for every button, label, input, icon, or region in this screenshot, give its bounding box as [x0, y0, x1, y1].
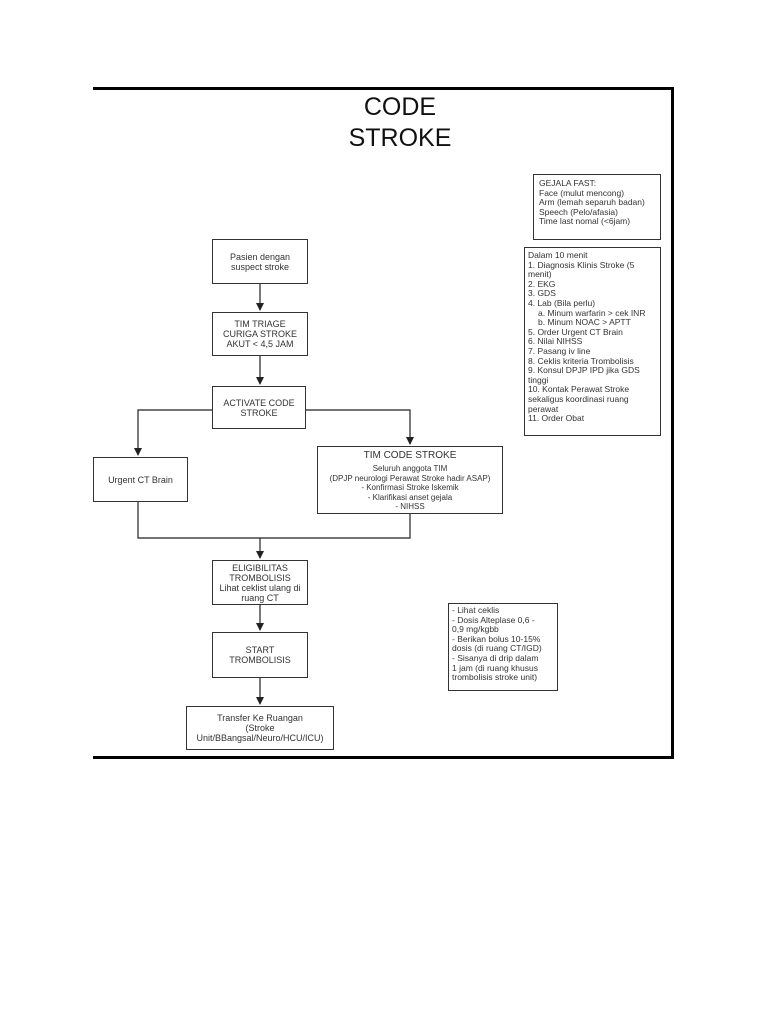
title-line-2: STROKE [348, 124, 452, 152]
alteplase-line: trombolisis stroke unit) [452, 672, 538, 683]
node-start-trombolisis: START TROMBOLISIS [212, 632, 308, 678]
alteplase-panel: - Lihat ceklis - Dosis Alteplase 0,6 - 0… [448, 603, 558, 691]
ten-min-line: 3. GDS [528, 288, 556, 299]
node-urgent-ct: Urgent CT Brain [93, 457, 188, 502]
node-start-text: START TROMBOLISIS [229, 645, 291, 665]
node-pasien: Pasien dengan suspect stroke [212, 239, 308, 284]
alteplase-line: - Lihat ceklis [452, 605, 500, 615]
tim-code-line: - Konfirmasi Stroke Iskemik [361, 483, 459, 492]
fast-line: Face (mulut mencong) [539, 187, 625, 198]
node-triage: TIM TRIAGE CURIGA STROKE AKUT < 4,5 JAM [212, 312, 308, 356]
node-activate-text: ACTIVATE CODE STROKE [223, 397, 295, 418]
ten-min-line: 6. Nilai NIHSS [528, 336, 583, 347]
node-activate: ACTIVATE CODE STROKE [212, 386, 306, 429]
ten-min-line: 11. Order Obat [528, 413, 585, 424]
ten-min-line: perawat [528, 403, 559, 414]
ten-min-line: Dalam 10 menit [528, 250, 588, 260]
ten-minute-panel: Dalam 10 menit 1. Diagnosis Klinis Strok… [524, 247, 661, 436]
fast-line: GEJALA FAST: [539, 178, 597, 188]
ten-min-line: 10. Kontak Perawat Stroke [528, 384, 630, 395]
alteplase-line: 1 jam (di ruang khusus [452, 662, 538, 673]
alteplase-line: 0,9 mg/kgbb [452, 624, 499, 635]
alteplase-line: - Dosis Alteplase 0,6 - [452, 614, 535, 625]
fast-panel: GEJALA FAST: Face (mulut mencong) Arm (l… [533, 174, 661, 240]
page-title: CODE STROKE [300, 92, 500, 154]
ten-min-line: 7. Pasang iv line [528, 345, 591, 356]
ten-min-line: 1. Diagnosis Klinis Stroke (5 [528, 259, 635, 270]
title-line-1: CODE [363, 93, 437, 121]
tim-code-header: TIM CODE STROKE [363, 450, 457, 461]
tim-code-line: (DPJP neurologi Perawat Stroke hadir ASA… [329, 473, 491, 483]
ten-min-line: a. Minum warfarin > cek INR [538, 307, 646, 318]
fast-line: Arm (lemah separuh badan) [539, 197, 645, 208]
node-urgent-ct-text: Urgent CT Brain [108, 474, 173, 485]
node-eligibilitas: ELIGIBILITAS TROMBOLISIS Lihat ceklist u… [212, 560, 308, 605]
node-transfer-text: Transfer Ke Ruangan (Stroke Unit/BBangsa… [196, 713, 324, 743]
ten-min-line: 5. Order Urgent CT Brain [528, 326, 623, 337]
alteplase-line: - Berikan bolus 10-15% [452, 633, 541, 644]
tim-code-line: Seluruh anggota TIM [372, 464, 448, 473]
fast-line: Speech (Pelo/afasia) [539, 206, 618, 217]
ten-min-line: 4. Lab (Bila perlu) [528, 297, 596, 308]
node-transfer: Transfer Ke Ruangan (Stroke Unit/BBangsa… [186, 706, 334, 750]
fast-line: Time last nomal (<6jam) [539, 216, 631, 227]
node-eligibilitas-text: ELIGIBILITAS TROMBOLISIS Lihat ceklist u… [219, 562, 301, 603]
ten-min-line: 9. Konsul DPJP IPD jika GDS [528, 365, 640, 376]
ten-min-line: b. Minum NOAC > APTT [538, 317, 631, 328]
ten-min-line: tinggi [528, 374, 549, 385]
node-tim-code-stroke: TIM CODE STROKE Seluruh anggota TIM (DPJ… [317, 446, 503, 514]
node-pasien-text: Pasien dengan suspect stroke [229, 251, 291, 272]
tim-code-line: - NIHSS [395, 502, 425, 511]
alteplase-line: dosis (di ruang CT/IGD) [452, 643, 542, 654]
alteplase-line: - Sisanya di drip dalam [452, 652, 539, 663]
ten-min-line: menit) [528, 269, 552, 280]
node-triage-text: TIM TRIAGE CURIGA STROKE AKUT < 4,5 JAM [222, 319, 297, 349]
tim-code-line: - Klarifikasi anset gejala [367, 492, 453, 502]
ten-min-line: 2. EKG [528, 278, 556, 289]
ten-min-line: 8. Ceklis kriteria Trombolisis [528, 355, 634, 366]
ten-min-line: sekaligus koordinasi ruang [528, 393, 629, 404]
